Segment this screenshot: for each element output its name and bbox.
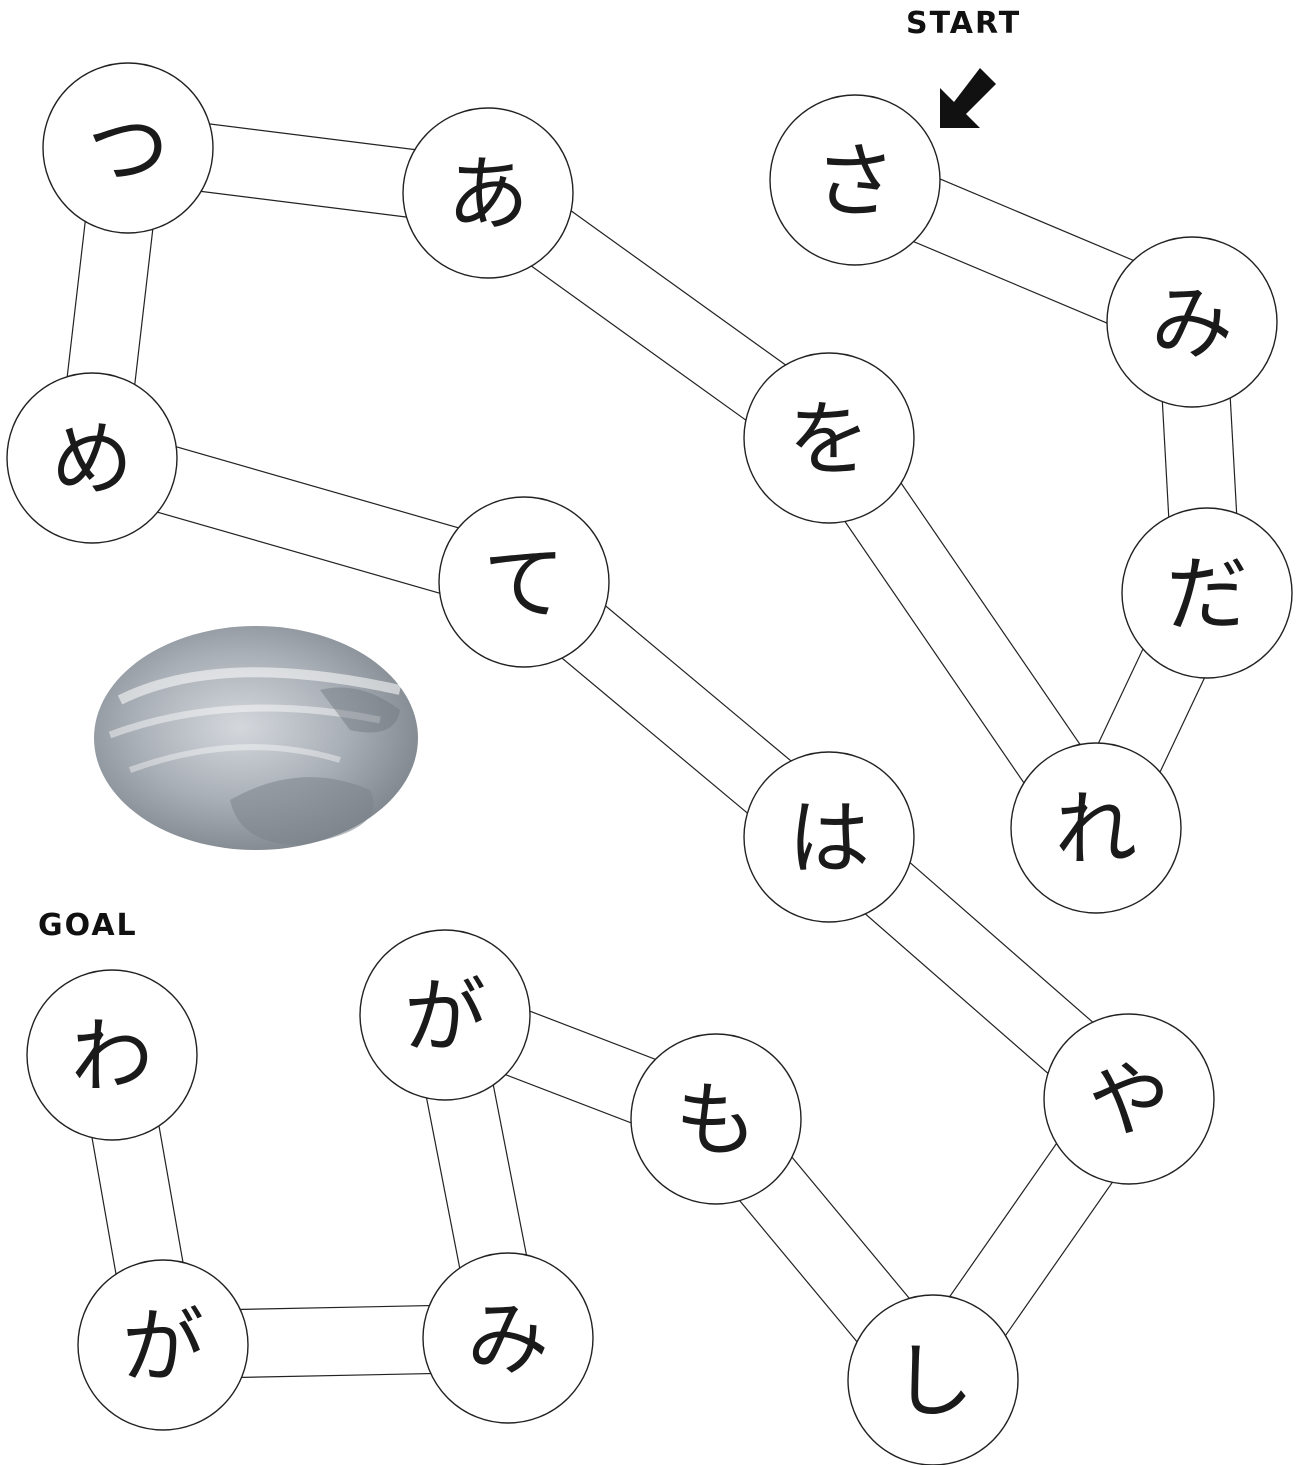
gray-stone-illustration [94,626,418,850]
node-circle[interactable] [402,107,574,279]
node-circle[interactable] [1043,1013,1215,1185]
start-label: START [906,6,1022,41]
node-circle[interactable] [743,352,915,524]
node-circle[interactable] [438,496,610,668]
node-circle[interactable] [422,1252,594,1424]
path-edge-re-wo [800,456,1069,848]
node-circle[interactable] [42,62,214,234]
goal-label: GOAL [38,908,138,943]
maze-node-re[interactable]: れ [1010,742,1182,914]
maze-node-mi2[interactable]: み [422,1252,594,1424]
maze-node-ya[interactable]: や [1043,1013,1215,1185]
maze-node-ga1[interactable]: が [359,929,531,1101]
node-circle[interactable] [769,94,941,266]
maze-node-wa[interactable]: わ [26,969,198,1141]
node-circle[interactable] [847,1294,1019,1465]
node-circle[interactable] [1010,742,1182,914]
maze-node-sa[interactable]: さ [769,94,941,266]
maze-node-te[interactable]: て [438,496,610,668]
node-circle[interactable] [1121,507,1293,679]
node-circle[interactable] [77,1259,249,1431]
node-circle[interactable] [1106,236,1278,408]
maze-node-shi[interactable]: し [847,1294,1019,1465]
maze-node-tsu[interactable]: つ [42,62,214,234]
maze-node-mo[interactable]: も [630,1033,802,1205]
maze-node-ha[interactable]: は [743,751,915,923]
path-edge-re-wo [856,418,1125,810]
maze-node-me[interactable]: め [6,372,178,544]
maze-node-da[interactable]: だ [1121,507,1293,679]
node-circle[interactable] [359,929,531,1101]
maze-node-ga2[interactable]: が [77,1259,249,1431]
node-circle[interactable] [743,751,915,923]
node-circle[interactable] [26,969,198,1141]
node-circle[interactable] [630,1033,802,1205]
maze-node-mi1[interactable]: み [1106,236,1278,408]
maze-node-a[interactable]: あ [402,107,574,279]
maze-node-wo[interactable]: を [743,352,915,524]
arrow-down-left-icon [940,68,996,128]
node-circle[interactable] [6,372,178,544]
